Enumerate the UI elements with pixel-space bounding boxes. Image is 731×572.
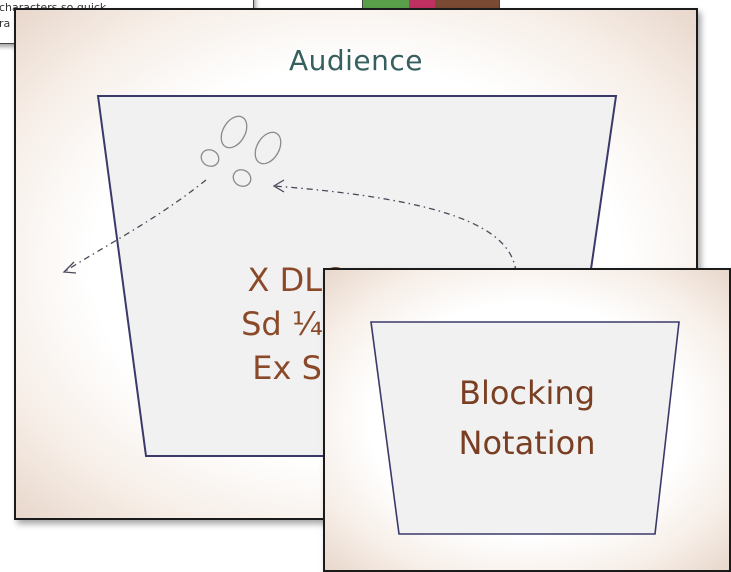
slide-title-line-1: Blocking [458, 374, 596, 412]
audience-label: Audience [288, 44, 424, 77]
title-stage-outline [370, 321, 680, 535]
arrowhead-left-icon [62, 261, 77, 274]
movement-arrow-right [273, 185, 517, 273]
title-slide: Blocking Notation [323, 268, 731, 572]
movement-arrow-left [63, 179, 207, 273]
title-stage-diagram [370, 321, 680, 535]
arrowhead-right-icon [272, 179, 285, 193]
slide-title-line-2: Notation [458, 424, 596, 462]
slide-title: Blocking Notation [325, 368, 729, 468]
background-card-text-2: ra [0, 17, 11, 30]
footprints-icon [200, 115, 282, 187]
